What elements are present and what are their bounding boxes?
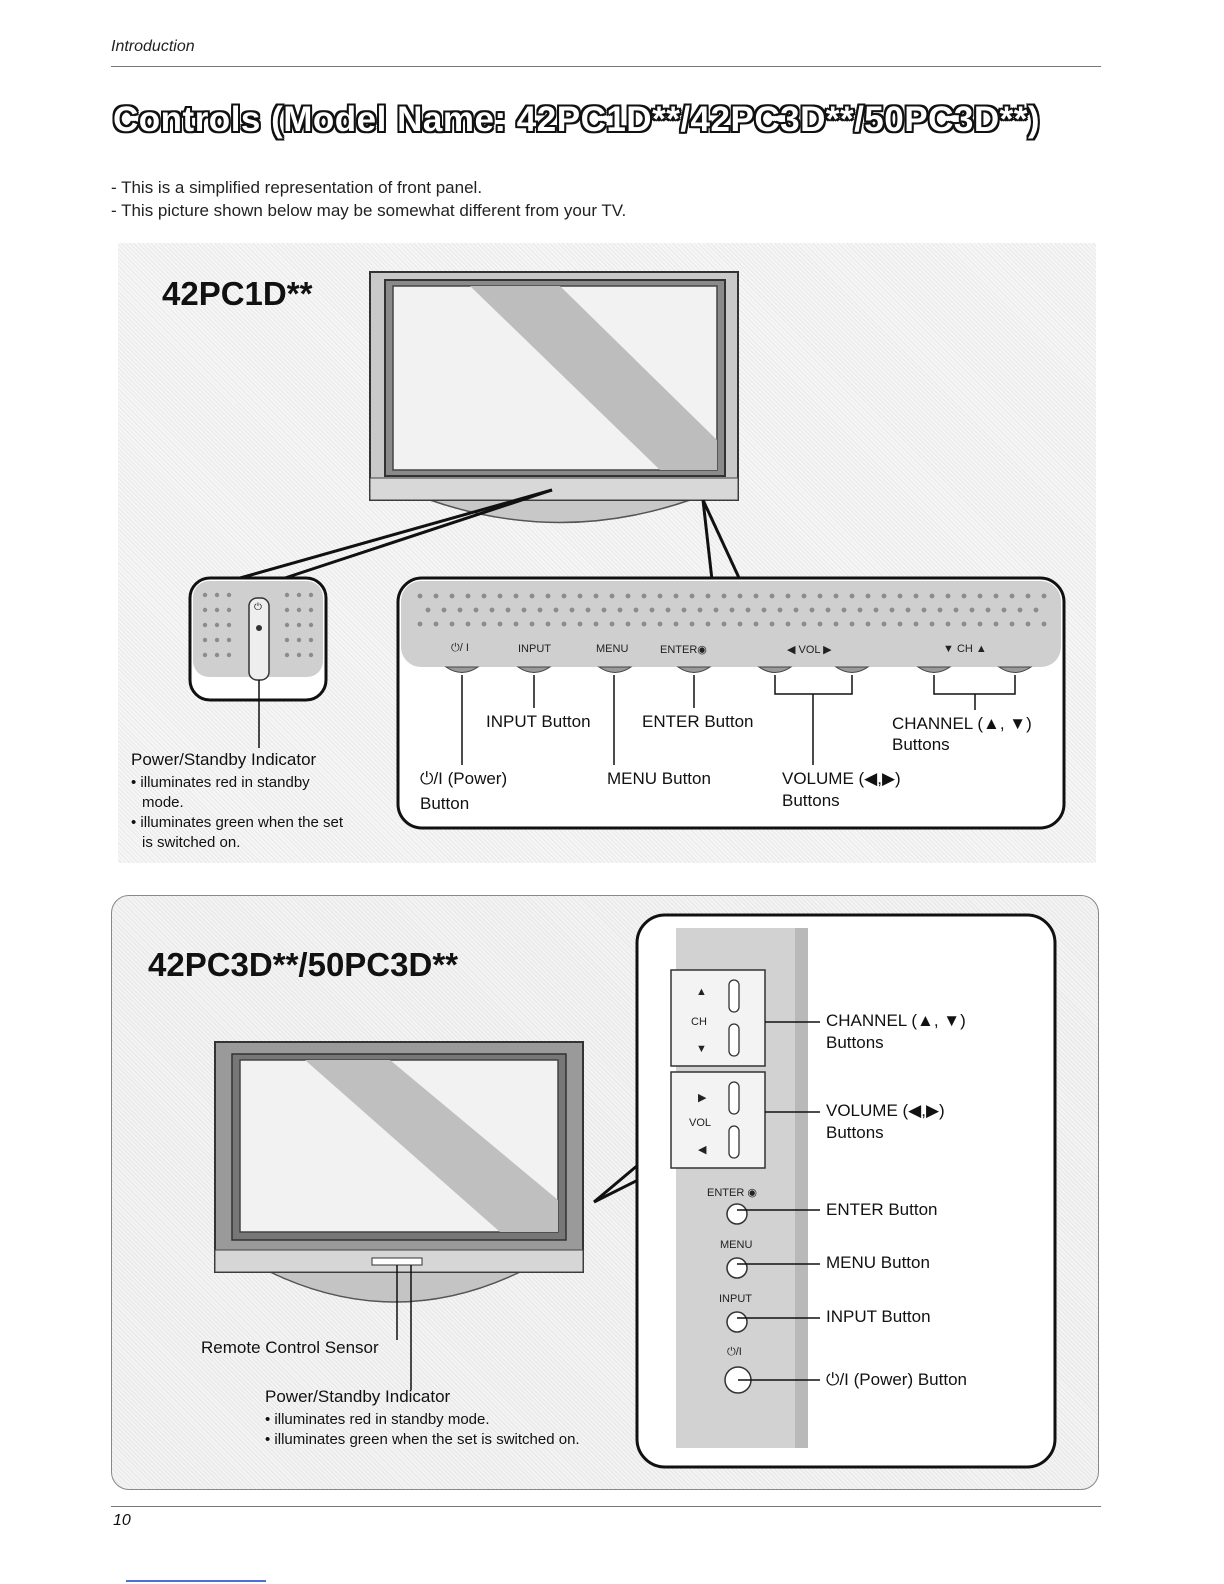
m2-enter-label: ENTER Button: [826, 1200, 938, 1219]
panel-key-input: INPUT: [518, 643, 551, 655]
m2-indicator-bullet-1: • illuminates red in standby mode.: [265, 1411, 490, 1428]
m2-indicator-title: Power/Standby Indicator: [265, 1387, 451, 1406]
m2-volume-label-2: Buttons: [826, 1123, 884, 1142]
m2-indicator-bullet-2: • illuminates green when the set is swit…: [265, 1431, 580, 1448]
m2-remote-sensor-label: Remote Control Sensor: [201, 1338, 379, 1357]
side-key-vol-right: ▶: [698, 1092, 707, 1104]
side-key-menu: MENU: [720, 1239, 753, 1251]
footer-rule: [111, 1506, 1101, 1507]
model1-illustration: [188, 271, 1066, 830]
header-rule: [111, 66, 1101, 67]
side-key-vol: VOL: [689, 1117, 712, 1129]
m1-menu-label: MENU Button: [607, 769, 711, 788]
page-number: 10: [113, 1512, 131, 1529]
side-key-ch-up: ▲: [696, 986, 707, 998]
panel-key-ch: ▼ CH ▲: [943, 643, 987, 655]
side-key-input: INPUT: [719, 1293, 752, 1305]
m1-volume-label: VOLUME (◀,▶): [782, 769, 901, 788]
m2-volume-label: VOLUME (◀,▶): [826, 1101, 945, 1120]
model2-name: 42PC3D**/50PC3D**: [148, 946, 459, 983]
side-key-vol-left: ◀: [698, 1144, 707, 1156]
m2-input-label: INPUT Button: [826, 1307, 931, 1326]
panel-key-power: ⏻/ I: [451, 642, 469, 654]
panel-key-enter: ENTER◉: [660, 644, 707, 656]
m1-channel-label: CHANNEL (▲, ▼): [892, 714, 1032, 733]
intro-line-2: - This picture shown below may be somewh…: [111, 201, 627, 220]
tv2-illustration: [214, 1041, 584, 1303]
m1-indicator-bullet-2b: is switched on.: [142, 834, 241, 851]
panel-key-vol: ◀ VOL ▶: [787, 644, 832, 656]
section-label: Introduction: [111, 38, 195, 55]
page-title: Controls (Model Name: 42PC1D**/42PC3D**/…: [113, 100, 1040, 139]
m1-indicator-title: Power/Standby Indicator: [131, 750, 317, 769]
intro-line-1: - This is a simplified representation of…: [111, 178, 483, 197]
m1-indicator-bullet-2a: • illuminates green when the set: [131, 814, 344, 831]
indicator-power-icon: ⏻: [254, 602, 262, 613]
model1-name: 42PC1D**: [162, 275, 313, 312]
panel-key-menu: MENU: [596, 643, 629, 655]
tv-illustration: [369, 271, 739, 524]
m1-power-label: ⏻/I (Power): [420, 769, 508, 788]
m1-volume-label-2: Buttons: [782, 791, 840, 810]
side-key-enter: ENTER ◉: [707, 1187, 757, 1199]
bottom-link-underline: [126, 1580, 266, 1582]
m1-indicator-bullet-1a: • illuminates red in standby: [131, 774, 310, 791]
model2-illustration: [214, 913, 1057, 1469]
side-key-power: ⏻/I: [727, 1346, 742, 1358]
m2-channel-label: CHANNEL (▲, ▼): [826, 1011, 966, 1030]
m2-menu-label: MENU Button: [826, 1253, 930, 1272]
speaker-grille: [417, 593, 1047, 627]
m2-channel-label-2: Buttons: [826, 1033, 884, 1052]
m1-channel-label-2: Buttons: [892, 735, 950, 754]
m1-indicator-bullet-1b: mode.: [142, 794, 184, 811]
side-key-ch: CH: [691, 1016, 707, 1028]
side-key-ch-down: ▼: [696, 1043, 707, 1055]
m1-enter-label: ENTER Button: [642, 712, 754, 731]
m2-power-label: ⏻/I (Power) Button: [826, 1370, 967, 1389]
m1-power-label-2: Button: [420, 794, 470, 813]
m1-input-label: INPUT Button: [486, 712, 591, 731]
